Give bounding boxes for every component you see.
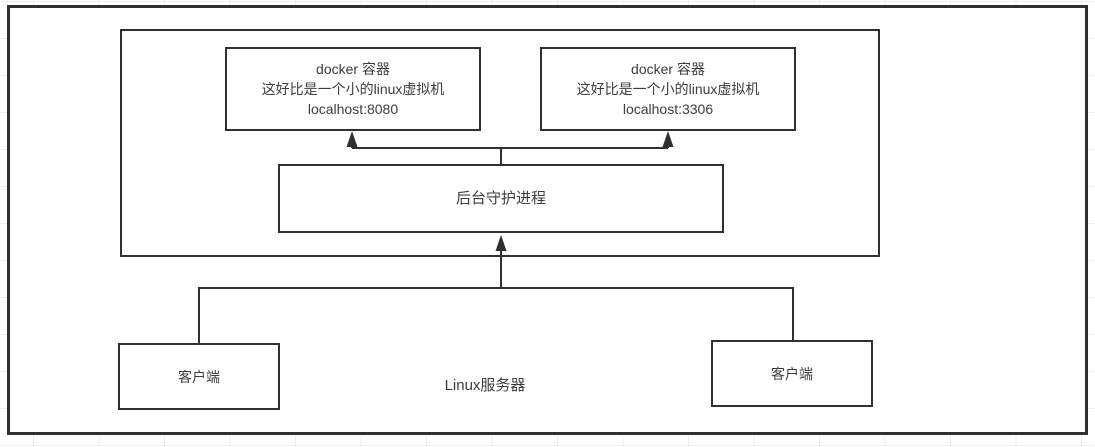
client-label: 客户端 (771, 365, 813, 382)
docker-container-node-3306: docker 容器 这好比是一个小的linux虚拟机 localhost:330… (540, 47, 796, 131)
docker-container-node-8080: docker 容器 这好比是一个小的linux虚拟机 localhost:808… (225, 47, 481, 131)
client-node-left: 客户端 (118, 343, 280, 410)
container-address: localhost:8080 (307, 101, 399, 117)
daemon-label: 后台守护进程 (455, 189, 546, 207)
container-address: localhost:3306 (622, 101, 714, 117)
container-description: 这好比是一个小的linux虚拟机 (261, 81, 445, 97)
client-label: 客户端 (178, 368, 220, 385)
daemon-process-node: 后台守护进程 (278, 164, 724, 233)
linux-server-label: Linux服务器 (444, 377, 526, 394)
container-description: 这好比是一个小的linux虚拟机 (576, 81, 760, 97)
container-title: docker 容器 (316, 61, 390, 77)
container-title: docker 容器 (631, 61, 705, 77)
client-node-right: 客户端 (711, 340, 873, 407)
